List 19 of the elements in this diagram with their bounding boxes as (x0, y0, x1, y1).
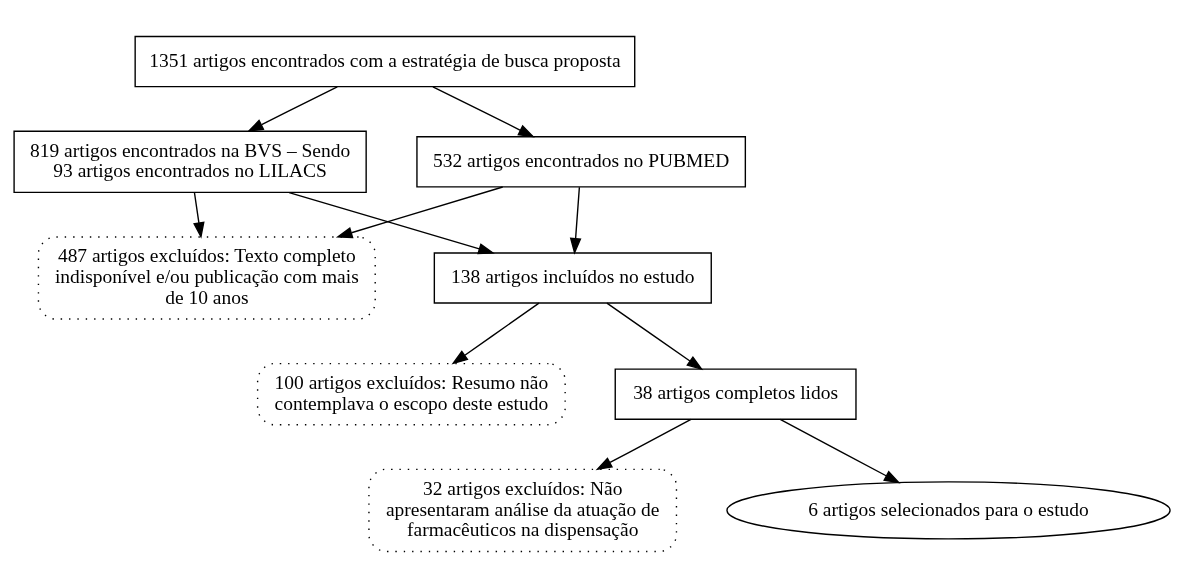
node-box: 38 artigos completos lidos (614, 367, 857, 420)
arrow (246, 85, 338, 132)
arrow (451, 301, 540, 365)
node-box: 138 artigos incluídos no estudo (433, 251, 712, 304)
arrow (288, 191, 495, 254)
node-box: 532 artigos encontrados no PUBMED (416, 135, 747, 188)
node-box: 1351 artigos encontrados com a estratégia de busca proposta (134, 35, 636, 87)
arrow (432, 85, 535, 137)
arrow (569, 186, 582, 255)
arrow (193, 191, 205, 239)
arrow (606, 301, 704, 370)
node-box: 100 artigos excluídos: Resumo não contemplava o escopo deste estudo (256, 362, 566, 425)
node-box: 819 artigos encontrados na BVS – Sendo 93 artigos encontrados no LILACS (13, 130, 367, 193)
arrow (595, 418, 692, 470)
node-box: 32 artigos excluídos: Não apresentaram análise da atuação de farmacêuticos na dispensação (368, 468, 678, 552)
arrow (335, 185, 504, 238)
node-ellipse: 6 artigos selecionados para o estudo (726, 480, 1171, 540)
arrow (779, 418, 901, 483)
node-box: 487 artigos excluídos: Texto completo indisponível e/ou publicação com mais de 10 anos (37, 235, 376, 320)
